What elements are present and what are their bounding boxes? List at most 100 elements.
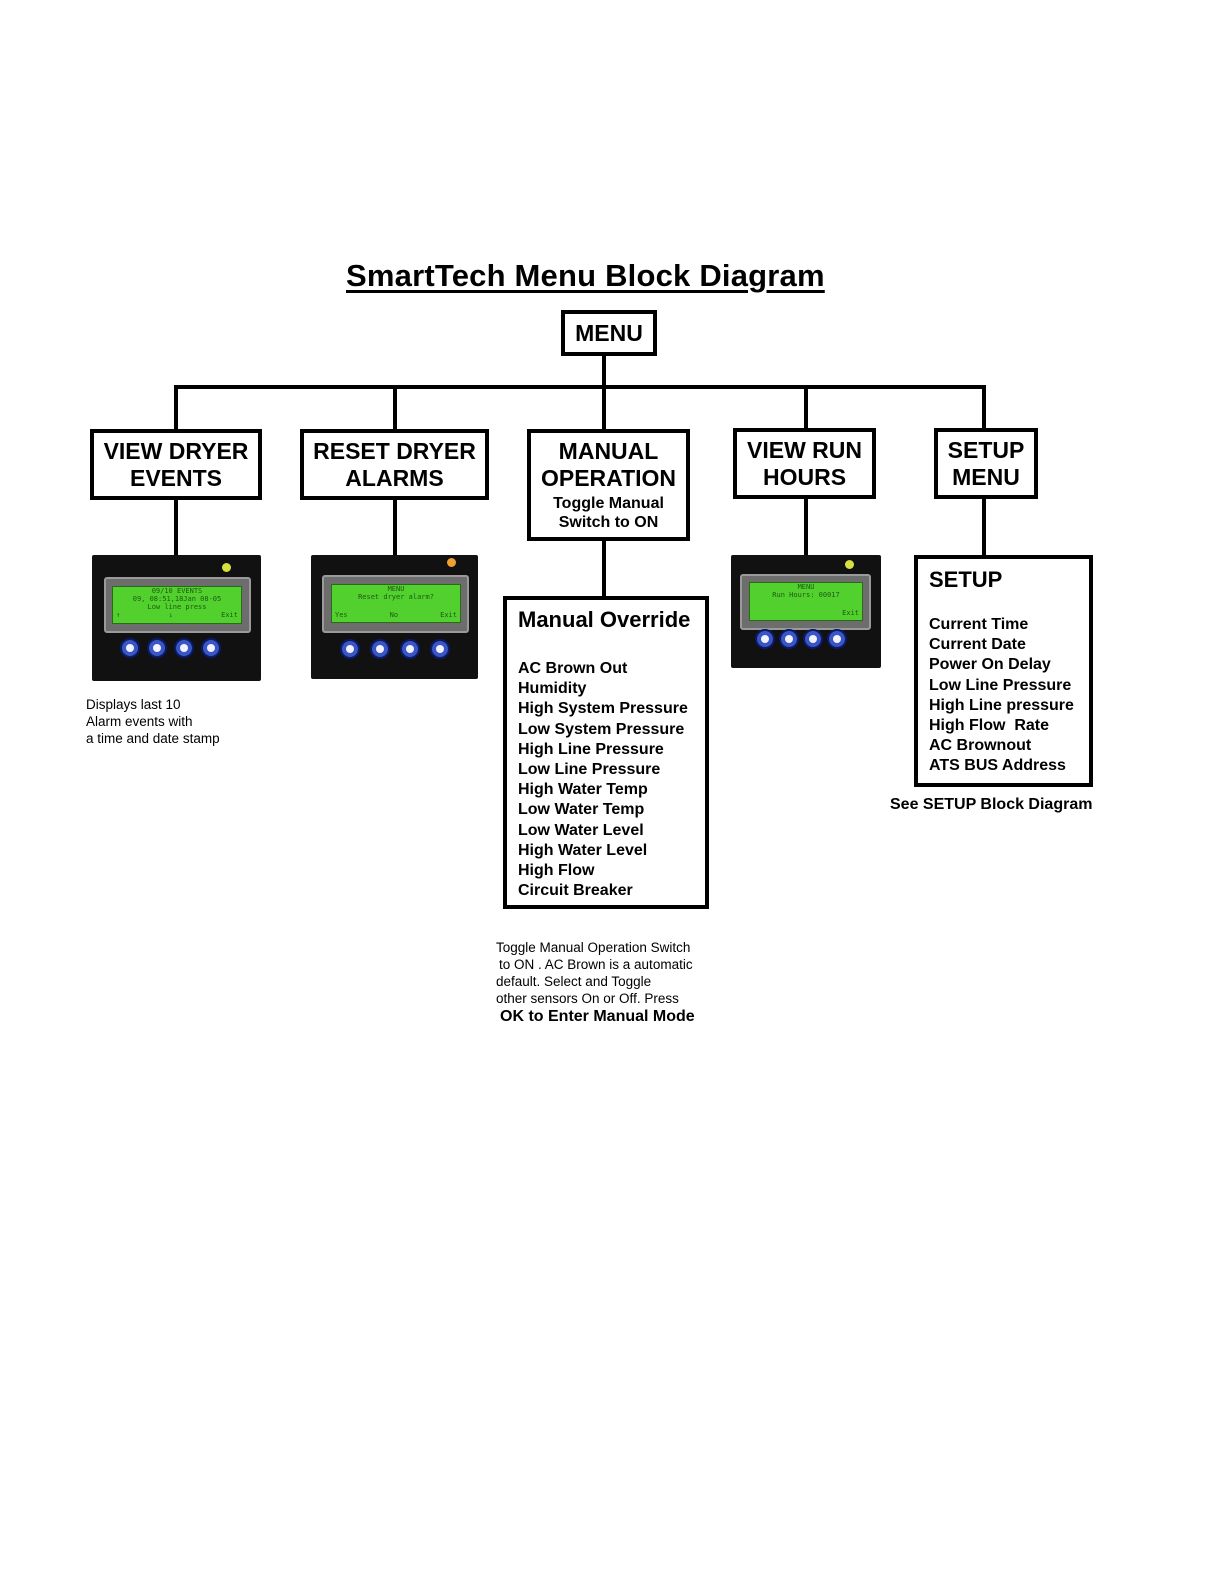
events-lcd-line-2: 09, 08:51,18Jan 08-05 bbox=[132, 595, 222, 603]
override-item: Low System Pressure bbox=[518, 720, 685, 738]
events-note-line-1: Displays last 10 bbox=[86, 697, 181, 712]
manual-override-list: AC Brown Out Humidity High System Pressu… bbox=[518, 659, 705, 901]
manual-operation-note: Toggle Manual Operation Switch to ON . A… bbox=[496, 939, 695, 1027]
events-lcd-line-1: 09/10 EVENTS bbox=[151, 587, 203, 595]
connector-setup-to-list bbox=[982, 496, 986, 556]
menu-root-box: MENU bbox=[561, 310, 657, 356]
alarms-softkey-yes: Yes bbox=[335, 611, 348, 619]
setup-list-title: SETUP bbox=[929, 567, 1003, 592]
override-item: Low Water Temp bbox=[518, 801, 645, 819]
reset-dryer-alarms-label-1: RESET DRYER bbox=[313, 437, 476, 464]
connector-horizontal-bus bbox=[174, 385, 986, 389]
runhours-softkey-exit: Exit bbox=[842, 609, 859, 617]
setup-item: Power On Delay bbox=[929, 656, 1051, 674]
connector-alarms-to-display bbox=[393, 497, 397, 557]
events-note: Displays last 10 Alarm events with a tim… bbox=[86, 696, 220, 747]
override-item: Circuit Breaker bbox=[518, 882, 633, 900]
connector-runhours-to-display bbox=[804, 496, 808, 556]
manual-note-line-1: Toggle Manual Operation Switch bbox=[496, 940, 691, 955]
manual-operation-label-2: OPERATION bbox=[540, 465, 677, 491]
override-item: AC Brown Out bbox=[518, 660, 628, 677]
diagram-title: SmartTech Menu Block Diagram bbox=[346, 258, 825, 293]
keypad-button-3 bbox=[803, 629, 823, 649]
manual-override-box: Manual Override AC Brown Out Humidity Hi… bbox=[503, 596, 709, 909]
override-item: Low Line Pressure bbox=[518, 761, 661, 779]
alarms-lcd-line-1: MENU bbox=[387, 585, 405, 593]
setup-list: Current Time Current Date Power On Delay… bbox=[929, 615, 1089, 777]
manual-operation-sub-2: Switch to ON bbox=[558, 514, 659, 531]
setup-item: High Line pressure bbox=[929, 696, 1074, 714]
events-softkey-3: Exit bbox=[221, 611, 238, 619]
view-dryer-events-label-2: EVENTS bbox=[129, 464, 223, 491]
manual-override-title: Manual Override bbox=[518, 607, 691, 632]
setup-item: ATS BUS Address bbox=[929, 757, 1066, 775]
setup-item: High Flow Rate bbox=[929, 717, 1049, 735]
override-item: High Flow bbox=[518, 862, 595, 880]
connector-root-down bbox=[602, 354, 606, 388]
view-run-hours-box: VIEW RUN HOURS bbox=[733, 428, 876, 499]
connector-events-to-display bbox=[174, 497, 178, 557]
reset-dryer-alarms-box: RESET DRYER ALARMS bbox=[300, 429, 489, 500]
events-note-line-2: Alarm events with bbox=[86, 714, 193, 729]
override-item: High Line Pressure bbox=[518, 740, 664, 758]
keypad-button-3 bbox=[400, 639, 420, 659]
keypad-button-4 bbox=[430, 639, 450, 659]
override-item: Humidity bbox=[518, 680, 587, 698]
events-controller-panel: 09/10 EVENTS 09, 08:51,18Jan 08-05 Low l… bbox=[92, 555, 261, 681]
status-led-icon bbox=[222, 563, 231, 572]
keypad-button-1 bbox=[755, 629, 775, 649]
override-item: High Water Temp bbox=[518, 781, 648, 799]
events-softkey-2: ↓ bbox=[168, 611, 173, 619]
setup-item: Current Time bbox=[929, 616, 1029, 633]
override-item: High System Pressure bbox=[518, 700, 688, 718]
keypad-button-4 bbox=[201, 638, 221, 658]
menu-root-label: MENU bbox=[575, 319, 643, 346]
view-dryer-events-label-1: VIEW DRYER bbox=[103, 437, 249, 464]
setup-menu-label-1: SETUP bbox=[947, 436, 1025, 463]
keypad-button-3 bbox=[174, 638, 194, 658]
manual-note-line-3: default. Select and Toggle bbox=[496, 974, 652, 989]
events-lcd-screen: 09/10 EVENTS 09, 08:51,18Jan 08-05 Low l… bbox=[112, 586, 242, 624]
manual-operation-label-1: MANUAL bbox=[558, 438, 659, 464]
setup-item: AC Brownout bbox=[929, 737, 1032, 755]
events-softkey-1: ↑ bbox=[116, 611, 121, 619]
setup-list-box: SETUP Current Time Current Date Power On… bbox=[914, 555, 1093, 787]
manual-note-line-4: other sensors On or Off. Press bbox=[496, 991, 679, 1006]
alarms-lcd-line-2: Reset dryer alarm? bbox=[358, 593, 434, 601]
events-note-line-3: a time and date stamp bbox=[86, 731, 220, 746]
keypad-button-2 bbox=[779, 629, 799, 649]
manual-operation-box: MANUAL OPERATION Toggle Manual Switch to… bbox=[527, 429, 690, 541]
alarms-softkey-no: No bbox=[389, 611, 399, 619]
connector-to-view-dryer-events bbox=[174, 385, 178, 431]
keypad-button-4 bbox=[827, 629, 847, 649]
manual-note-line-2: to ON . AC Brown is a automatic bbox=[499, 957, 693, 972]
view-run-hours-label-2: HOURS bbox=[762, 463, 847, 490]
manual-operation-sub-1: Toggle Manual bbox=[553, 495, 664, 512]
runhours-lcd-line-2: Run Hours: 00017 bbox=[772, 591, 840, 599]
setup-item: Low Line Pressure bbox=[929, 676, 1072, 694]
alarms-lcd-screen: MENU Reset dryer alarm? Yes No Exit bbox=[331, 584, 461, 623]
view-dryer-events-box: VIEW DRYER EVENTS bbox=[90, 429, 262, 500]
alarm-led-icon bbox=[447, 558, 456, 567]
reset-dryer-alarms-label-2: ALARMS bbox=[345, 464, 444, 491]
connector-to-view-run-hours bbox=[804, 385, 808, 431]
override-item: High Water Level bbox=[518, 841, 648, 859]
alarms-softkey-exit: Exit bbox=[440, 611, 457, 619]
view-run-hours-label-1: VIEW RUN bbox=[747, 436, 862, 463]
override-item: Low Water Level bbox=[518, 821, 644, 839]
setup-menu-box: SETUP MENU bbox=[934, 428, 1038, 499]
keypad-button-2 bbox=[147, 638, 167, 658]
connector-manual-to-override bbox=[602, 538, 606, 598]
keypad-button-1 bbox=[340, 639, 360, 659]
setup-note: See SETUP Block Diagram bbox=[890, 796, 1093, 813]
manual-note-bold: OK to Enter Manual Mode bbox=[500, 1008, 695, 1025]
runhours-controller-panel: MENU Run Hours: 00017 Exit bbox=[731, 555, 881, 668]
connector-to-setup-menu bbox=[982, 385, 986, 431]
events-lcd-line-3: Low line press bbox=[147, 603, 207, 611]
runhours-lcd-screen: MENU Run Hours: 00017 Exit bbox=[749, 582, 863, 621]
setup-menu-label-2: MENU bbox=[952, 463, 1020, 490]
runhours-lcd-line-1: MENU bbox=[797, 583, 815, 591]
keypad-button-2 bbox=[370, 639, 390, 659]
keypad-button-1 bbox=[120, 638, 140, 658]
status-led-icon bbox=[845, 560, 854, 569]
